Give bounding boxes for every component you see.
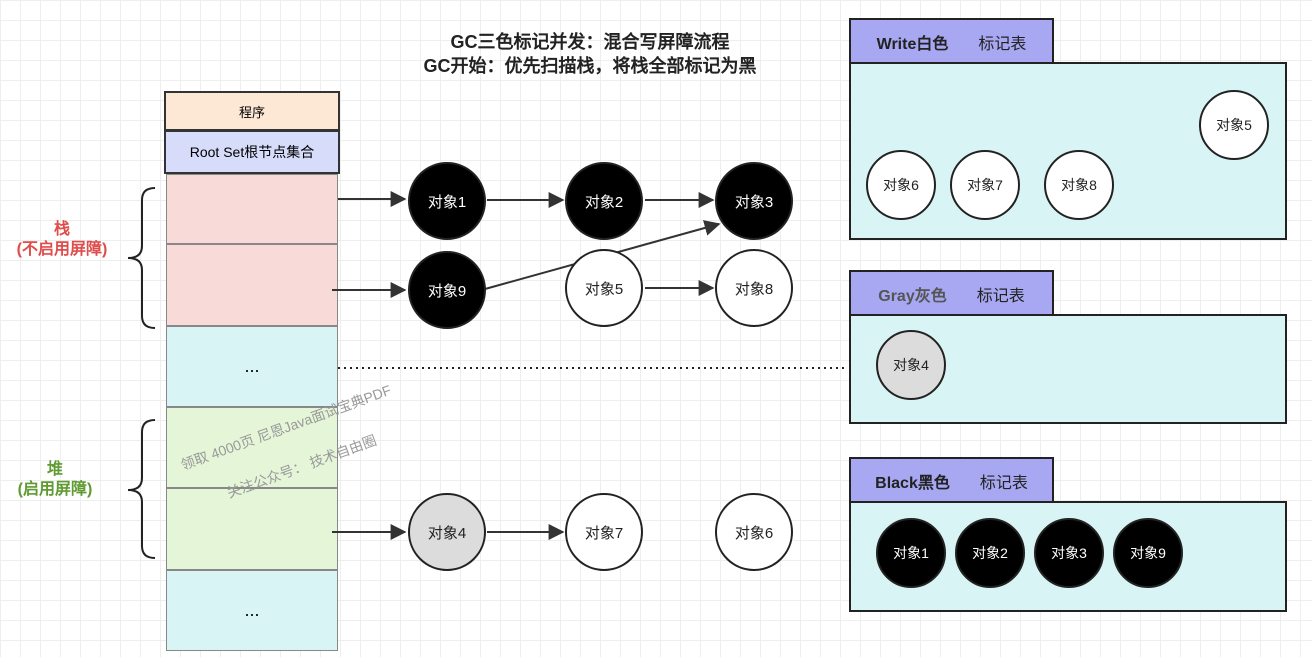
stack-frame-1	[166, 174, 338, 244]
title-line-2: GC开始：优先扫描栈，将栈全部标记为黑	[423, 56, 757, 76]
black-item-object-9: 对象9	[1113, 518, 1183, 588]
white-table-tab: Write白色 标记表	[849, 18, 1054, 64]
heap-region-2	[166, 488, 338, 570]
heap-label: 堆 (启用屏障)	[17, 461, 93, 498]
white-item-object-6: 对象6	[866, 150, 936, 220]
white-item-object-7: 对象7	[950, 150, 1020, 220]
object-4-node: 对象4	[408, 493, 486, 571]
middle-ellipsis: ...	[244, 356, 260, 376]
stack-label: 栈 (不启用屏障)	[16, 221, 108, 258]
black-table-name: Black黑色	[875, 475, 950, 492]
object-9-node: 对象9	[408, 251, 486, 329]
object-3-node: 对象3	[715, 162, 793, 240]
black-table-suffix: 标记表	[979, 475, 1028, 492]
heap-brace	[127, 419, 156, 559]
gray-table-suffix: 标记表	[976, 288, 1025, 305]
gray-table-name: Gray灰色	[878, 288, 947, 305]
bottom-ellipsis-cell: ...	[166, 570, 338, 651]
stack-brace	[127, 187, 156, 329]
rootset-label: Root Set根节点集合	[189, 144, 315, 160]
white-item-object-5: 对象5	[1199, 90, 1269, 160]
gray-table: 对象4	[849, 314, 1287, 424]
black-table: 对象1 对象2 对象3 对象9	[849, 501, 1287, 612]
black-table-tab: Black黑色 标记表	[849, 457, 1054, 503]
title-line-1: GC三色标记并发：混合写屏障流程	[450, 32, 730, 52]
white-table-name: Write白色	[876, 36, 949, 53]
heap-region-1	[166, 407, 338, 488]
object-1-node: 对象1	[408, 162, 486, 240]
object-7-node: 对象7	[565, 493, 643, 571]
program-cell: 程序	[164, 91, 340, 131]
object-6-node: 对象6	[715, 493, 793, 571]
black-item-object-2: 对象2	[955, 518, 1025, 588]
white-table: 对象5 对象6 对象7 对象8	[849, 62, 1287, 240]
object-5-node: 对象5	[565, 249, 643, 327]
rootset-cell: Root Set根节点集合	[164, 130, 340, 174]
black-item-object-1: 对象1	[876, 518, 946, 588]
gray-table-tab: Gray灰色 标记表	[849, 270, 1054, 316]
black-item-object-3: 对象3	[1034, 518, 1104, 588]
program-label: 程序	[238, 104, 265, 120]
stack-frame-2	[166, 244, 338, 326]
object-2-node: 对象2	[565, 162, 643, 240]
gray-item-object-4: 对象4	[876, 330, 946, 400]
object-8-node: 对象8	[715, 249, 793, 327]
bottom-ellipsis: ...	[244, 600, 260, 620]
middle-ellipsis-cell: ...	[166, 326, 338, 407]
white-item-object-8: 对象8	[1044, 150, 1114, 220]
white-table-suffix: 标记表	[978, 36, 1027, 53]
diagram-title: GC三色标记并发：混合写屏障流程 GC开始：优先扫描栈，将栈全部标记为黑	[380, 30, 800, 78]
